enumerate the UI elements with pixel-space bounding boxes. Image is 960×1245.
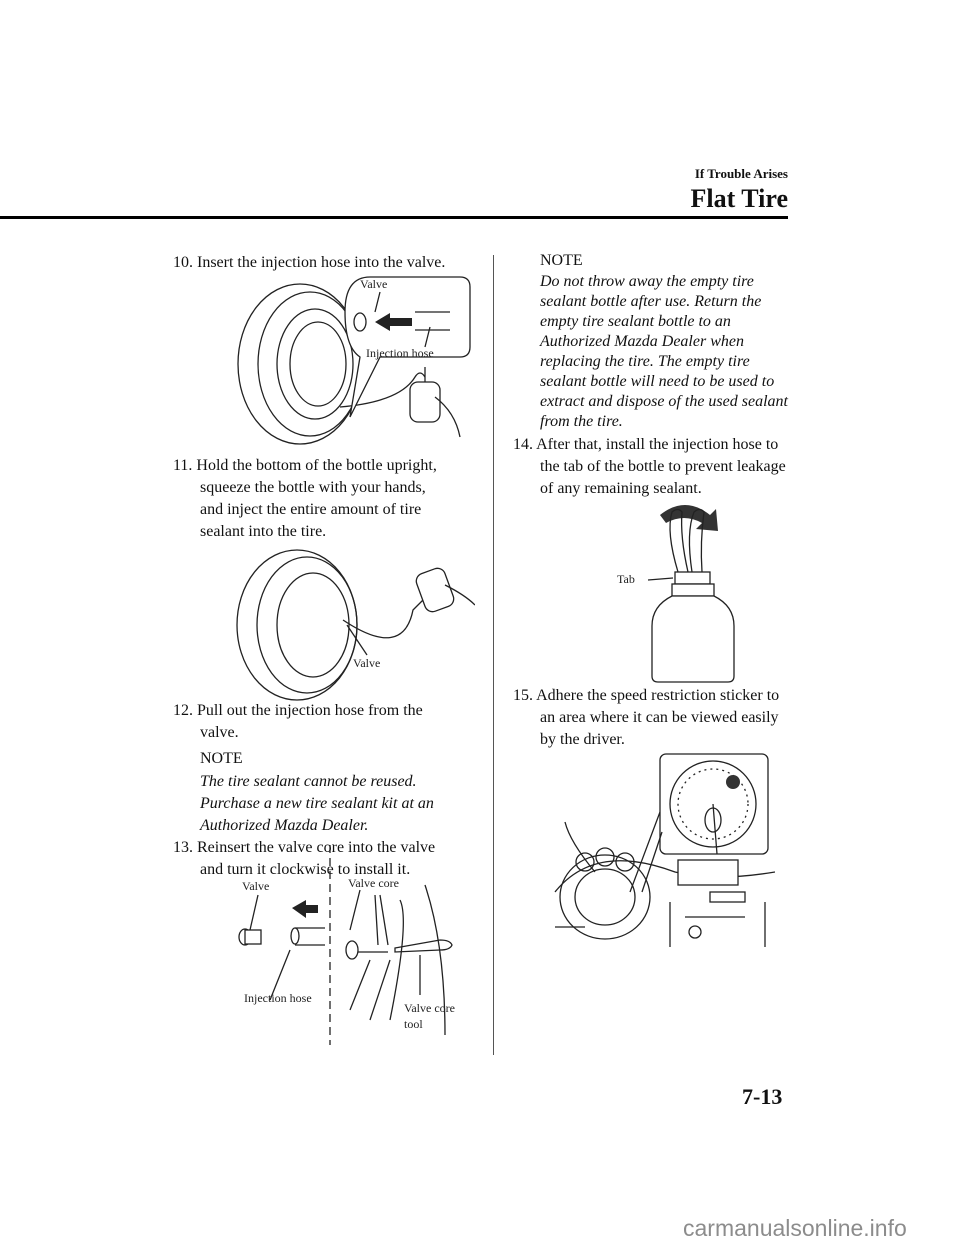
- label-injection-hose: Injection hose: [244, 991, 312, 1005]
- note-body: The tire sealant cannot be reused. Purch…: [200, 771, 434, 837]
- figure-insert-hose: Valve Injection hose: [237, 276, 471, 445]
- column-divider: [493, 255, 494, 1055]
- note-text: from the tire.: [540, 413, 623, 430]
- step-text: an area where it can be viewed easily: [540, 709, 779, 726]
- step-text: and inject the entire amount of tire: [200, 501, 422, 518]
- label-tab: Tab: [617, 572, 635, 586]
- label-valve: Valve: [242, 879, 269, 893]
- section-label: If Trouble Arises: [694, 166, 788, 181]
- step-14: 14. After that, install the injection ho…: [513, 434, 786, 500]
- note-heading: NOTE: [200, 750, 243, 767]
- step-text: 14. After that, install the injection ho…: [513, 436, 779, 453]
- note-text: sealant bottle will need to be used to: [540, 373, 775, 390]
- step-text: 11. Hold the bottom of the bottle uprigh…: [173, 457, 437, 474]
- note-text: extract and dispose of the used sealant: [540, 393, 788, 410]
- step-10: 10. Insert the injection hose into the v…: [173, 252, 445, 274]
- note-heading: NOTE: [540, 252, 583, 269]
- figure-speed-sticker: [554, 753, 775, 947]
- step-13: 13. Reinsert the valve core into the val…: [173, 837, 435, 881]
- step-text: of any remaining sealant.: [540, 480, 702, 497]
- figure-valve-core: Valve Valve core Injection hose Valve co…: [238, 845, 455, 1045]
- note-text: Purchase a new tire sealant kit at an: [200, 795, 434, 812]
- note-text: sealant bottle after use. Return the: [540, 293, 762, 310]
- step-text: squeeze the bottle with your hands,: [200, 479, 426, 496]
- step-text: sealant into the tire.: [200, 523, 327, 540]
- label-valve-core: Valve core: [348, 876, 399, 890]
- label-valve: Valve: [360, 277, 387, 291]
- note-text: Do not throw away the empty tire: [540, 273, 754, 290]
- figure-inject-sealant: Valve: [236, 549, 475, 701]
- label-valve: Valve: [353, 656, 380, 670]
- step-text: the tab of the bottle to prevent leakage: [540, 458, 786, 475]
- step-text: 12. Pull out the injection hose from the: [173, 702, 423, 719]
- step-12: 12. Pull out the injection hose from the…: [173, 700, 423, 744]
- label-valve-core-tool: Valve core: [404, 1001, 455, 1015]
- step-15: 15. Adhere the speed restriction sticker…: [513, 685, 779, 751]
- note-text: Authorized Mazda Dealer.: [200, 817, 369, 834]
- step-text: by the driver.: [540, 731, 625, 748]
- note-body: Do not throw away the empty tire sealant…: [540, 272, 788, 432]
- step-text: 15. Adhere the speed restriction sticker…: [513, 687, 780, 704]
- watermark[interactable]: carmanualsonline.info: [683, 1215, 907, 1241]
- label-injection-hose: Injection hose: [366, 346, 434, 360]
- step-text: valve.: [200, 724, 239, 741]
- page-title: Flat Tire: [690, 184, 789, 213]
- note-text: replacing the tire. The empty tire: [540, 353, 750, 370]
- note-text: Authorized Mazda Dealer when: [540, 333, 744, 350]
- note-text: empty tire sealant bottle to an: [540, 313, 731, 330]
- note-text: The tire sealant cannot be reused.: [200, 773, 417, 790]
- page-number: 7-13: [742, 1084, 783, 1109]
- step-11: 11. Hold the bottom of the bottle uprigh…: [173, 455, 437, 543]
- step-text: 10. Insert the injection hose into the v…: [173, 254, 446, 271]
- label-valve-core-tool: tool: [404, 1017, 423, 1031]
- figure-bottle-tab: Tab: [617, 505, 735, 683]
- header-rule: [0, 216, 788, 219]
- step-text: and turn it clockwise to install it.: [200, 861, 411, 878]
- step-text: 13. Reinsert the valve core into the val…: [173, 839, 436, 856]
